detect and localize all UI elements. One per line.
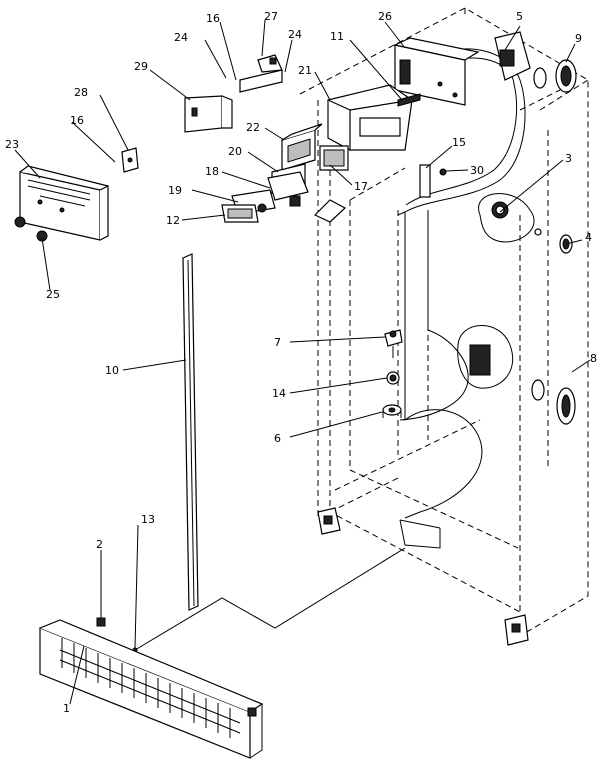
screw-30 <box>439 168 447 176</box>
bracket-27 <box>239 54 283 93</box>
grille-slots <box>59 638 241 738</box>
control-panel-23 <box>19 165 109 241</box>
callout-2: 2 <box>96 538 103 551</box>
pad-17 <box>319 145 349 171</box>
callout-labels: 1 2 3 4 5 6 7 8 9 10 11 12 13 14 15 16 1… <box>5 10 597 715</box>
callout-14: 14 <box>272 387 286 400</box>
callout-30: 30 <box>470 164 484 177</box>
grille-clip <box>247 707 257 717</box>
ground-wire <box>134 547 406 651</box>
sleeve-15 <box>419 164 431 198</box>
lamp-cover-9 <box>555 59 577 93</box>
callout-19: 19 <box>168 184 182 197</box>
callout-16-top: 16 <box>206 12 220 25</box>
control-bracket <box>393 37 480 106</box>
callout-12: 12 <box>166 214 180 227</box>
switch-cap-8 <box>556 387 576 425</box>
wire-harness <box>397 48 526 549</box>
grille-1 <box>39 619 264 759</box>
screw-2 <box>96 610 106 627</box>
cabinet-liner <box>299 7 589 637</box>
callout-15: 15 <box>452 136 466 149</box>
valve-7 <box>384 329 403 358</box>
washer-6 <box>382 404 402 418</box>
nut-14 <box>386 371 400 385</box>
callout-29: 29 <box>134 60 148 73</box>
switch-5 <box>494 31 547 89</box>
callout-23: 23 <box>5 138 19 151</box>
callout-25: 25 <box>46 288 60 301</box>
callout-8: 8 <box>590 352 597 365</box>
callout-20: 20 <box>228 145 242 158</box>
callout-5: 5 <box>516 10 523 23</box>
callout-9: 9 <box>575 32 582 45</box>
lamp-socket-3 <box>478 193 542 243</box>
callout-10: 10 <box>105 364 119 377</box>
callout-4: 4 <box>585 231 592 244</box>
module-22 <box>281 123 323 171</box>
shield-piece <box>313 199 347 223</box>
screw-25 <box>14 216 48 242</box>
pad-12 <box>221 204 259 223</box>
actuator-20 <box>267 163 309 207</box>
callout-24-left: 24 <box>174 31 188 44</box>
callout-13: 13 <box>141 513 155 526</box>
callout-27: 27 <box>264 10 278 23</box>
lower-hinge <box>317 507 529 646</box>
callout-6: 6 <box>274 432 281 445</box>
leader-lines <box>14 19 591 705</box>
housing <box>327 84 421 151</box>
callout-1: 1 <box>63 702 70 715</box>
callout-26: 26 <box>378 10 392 23</box>
callout-22: 22 <box>246 121 260 134</box>
callout-16-left: 16 <box>70 114 84 127</box>
callout-7: 7 <box>274 336 281 349</box>
callout-17: 17 <box>354 180 368 193</box>
clip-28 <box>121 147 139 173</box>
trim-strip-10 <box>182 253 199 611</box>
callout-28: 28 <box>74 86 88 99</box>
callout-24-right: 24 <box>288 28 302 41</box>
callout-11: 11 <box>330 30 344 43</box>
callout-18: 18 <box>205 165 219 178</box>
bracket-29 <box>184 95 233 133</box>
callout-21: 21 <box>298 64 312 77</box>
door-switch-bulge <box>457 325 545 401</box>
callout-3: 3 <box>565 152 572 165</box>
